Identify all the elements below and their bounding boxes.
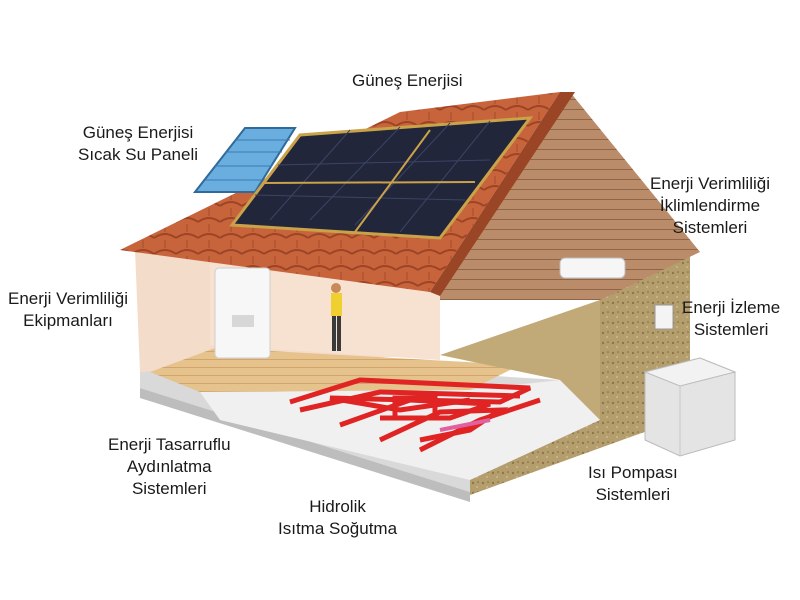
label-hvac: Enerji Verimliliği İklimlendirme Sisteml…	[650, 173, 770, 239]
label-solar-energy: Güneş Enerjisi	[352, 70, 463, 92]
label-lighting: Enerji Tasarruflu Aydınlatma Sistemleri	[108, 434, 231, 500]
heating-pipes	[289, 377, 541, 453]
label-hydronic-line-2: Isıtma Soğutma	[278, 519, 398, 538]
label-hvac-line-1: Enerji Verimliliği	[650, 174, 770, 193]
stone-wall	[470, 250, 690, 495]
label-lighting-line-3: Sistemleri	[131, 479, 207, 498]
label-hydronic-line-1: Hidrolik	[309, 497, 366, 516]
solar-hot-water-panel	[192, 127, 297, 193]
roof-gable	[440, 92, 700, 300]
label-heat-pump-line-1: Isı Pompası	[588, 463, 678, 482]
label-solar-hot-water: Güneş Enerjisi Sıcak Su Paneli	[78, 122, 198, 166]
label-heat-pump-line-2: Sistemleri	[595, 485, 671, 504]
label-efficient-equipment: Enerji Verimliliği Ekipmanları	[8, 288, 128, 332]
label-equipment-line-2: Ekipmanları	[23, 311, 113, 330]
label-monitoring: Enerji İzleme Sistemleri	[682, 297, 780, 341]
label-hvac-line-3: Sistemleri	[672, 218, 748, 237]
ac-unit	[559, 257, 626, 279]
label-lighting-line-2: Aydınlatma	[126, 457, 212, 476]
person-figure	[331, 283, 342, 351]
solar-grid	[254, 120, 491, 233]
pipe-inlet	[439, 418, 491, 432]
label-solar-hot-water-line-1: Güneş Enerjisi	[82, 123, 194, 142]
label-hydronic: Hidrolik Isıtma Soğutma	[278, 496, 397, 540]
label-monitoring-line-1: Enerji İzleme	[682, 298, 781, 317]
label-heat-pump: Isı Pompası Sistemleri	[588, 462, 678, 506]
roof-edge	[430, 92, 575, 296]
label-equipment-line-1: Enerji Verimliliği	[8, 289, 128, 308]
energy-monitor	[654, 304, 674, 330]
label-hvac-line-2: İklimlendirme	[659, 196, 761, 215]
water-heater	[214, 267, 271, 359]
stone-wall-slope	[440, 300, 600, 420]
solar-pv-array	[229, 116, 534, 240]
label-monitoring-line-2: Sistemleri	[693, 320, 769, 339]
label-solar-energy-line: Güneş Enerjisi	[352, 71, 463, 90]
label-solar-hot-water-line-2: Sıcak Su Paneli	[78, 145, 199, 164]
label-lighting-line-1: Enerji Tasarruflu	[108, 435, 231, 454]
